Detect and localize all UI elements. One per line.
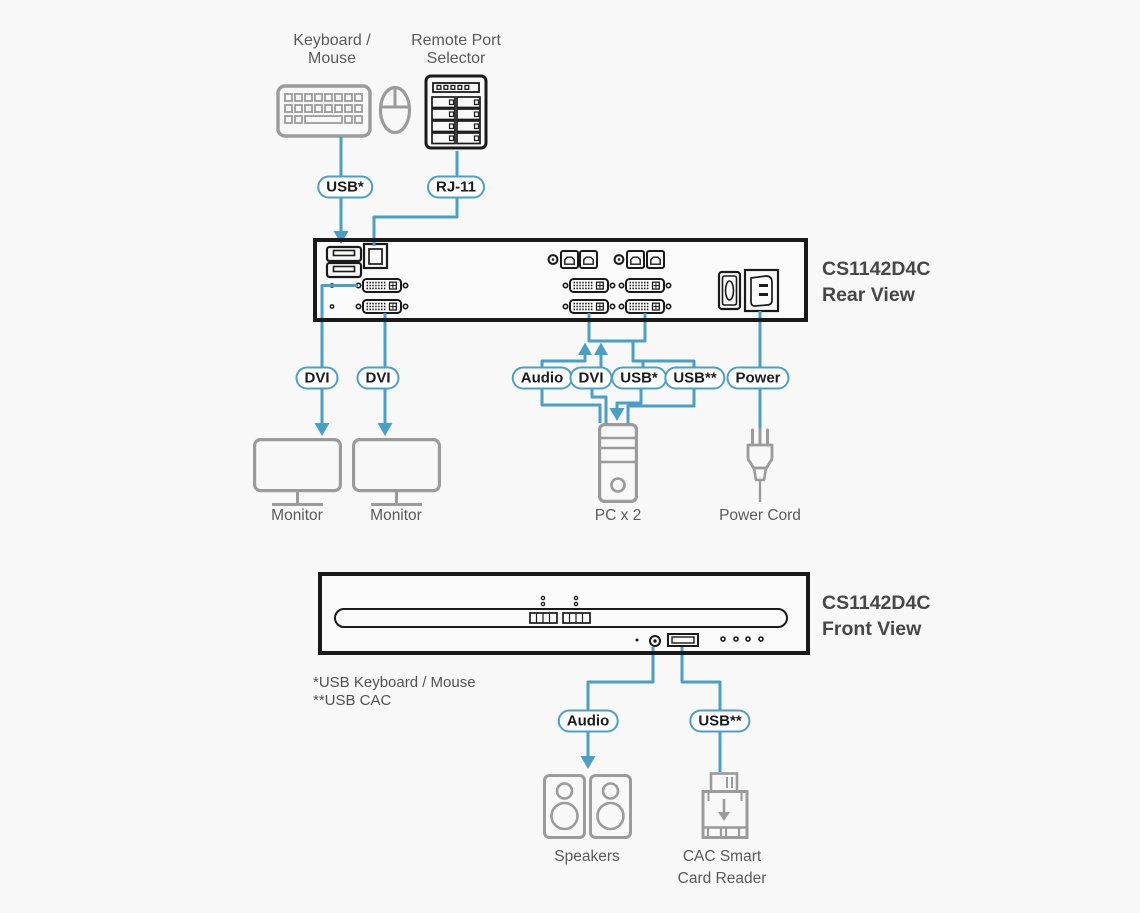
mouse-icon: [378, 85, 412, 135]
badge-power: Power: [726, 366, 790, 390]
rear-panel-outline: [313, 238, 808, 322]
rear-title-line2: Rear View: [822, 284, 915, 306]
remote-port-selector-label-line1: Remote Port: [411, 32, 501, 49]
speakers-label: Speakers: [554, 848, 620, 865]
badge-audio-pc: Audio: [511, 366, 573, 390]
badge-usb-cac-front: USB**: [689, 709, 751, 733]
front-title-line1: CS1142D4C: [822, 592, 931, 614]
badge-rj11: RJ-11: [426, 175, 486, 199]
cac-reader-label-line2: Card Reader: [677, 870, 767, 887]
front-title-line2: Front View: [822, 618, 922, 640]
monitor-left-label: Monitor: [271, 507, 323, 524]
rear-title-line1: CS1142D4C: [822, 258, 931, 280]
footnote-cac: **USB CAC: [313, 692, 392, 709]
badge-audio-front: Audio: [557, 709, 619, 733]
badge-dvi-monitor-right: DVI: [356, 366, 400, 390]
pc-icon: [598, 423, 638, 504]
power-cord-label: Power Cord: [719, 507, 801, 524]
footnote-usb: *USB Keyboard / Mouse: [313, 674, 476, 691]
badge-usb-cac-pc: USB**: [664, 366, 726, 390]
power-cord-icon: [746, 426, 774, 502]
remote-port-selector-icon: [424, 74, 488, 150]
badge-dvi-monitor-left: DVI: [295, 366, 339, 390]
badge-dvi-pc: DVI: [569, 366, 613, 390]
remote-port-selector-label-line2: Selector: [426, 50, 486, 67]
badge-usb-keyboard: USB*: [317, 175, 373, 199]
keyboard-mouse-label-line2: Mouse: [307, 50, 357, 67]
rear-panel-ports: [315, 240, 806, 320]
badge-usb-pc: USB*: [611, 366, 667, 390]
cac-reader-icon: [701, 772, 749, 839]
speakers-icon: [543, 774, 632, 839]
cac-reader-label-line1: CAC Smart: [682, 848, 762, 865]
keyboard-mouse-label-line1: Keyboard /: [293, 32, 371, 49]
keyboard-icon: [276, 84, 372, 138]
front-panel-outline: [318, 572, 810, 655]
front-panel-ports: [320, 574, 808, 653]
monitor-left-icon: [253, 438, 343, 506]
monitor-right-icon: [352, 438, 442, 506]
monitor-right-label: Monitor: [370, 507, 422, 524]
pc-label: PC x 2: [594, 507, 642, 524]
